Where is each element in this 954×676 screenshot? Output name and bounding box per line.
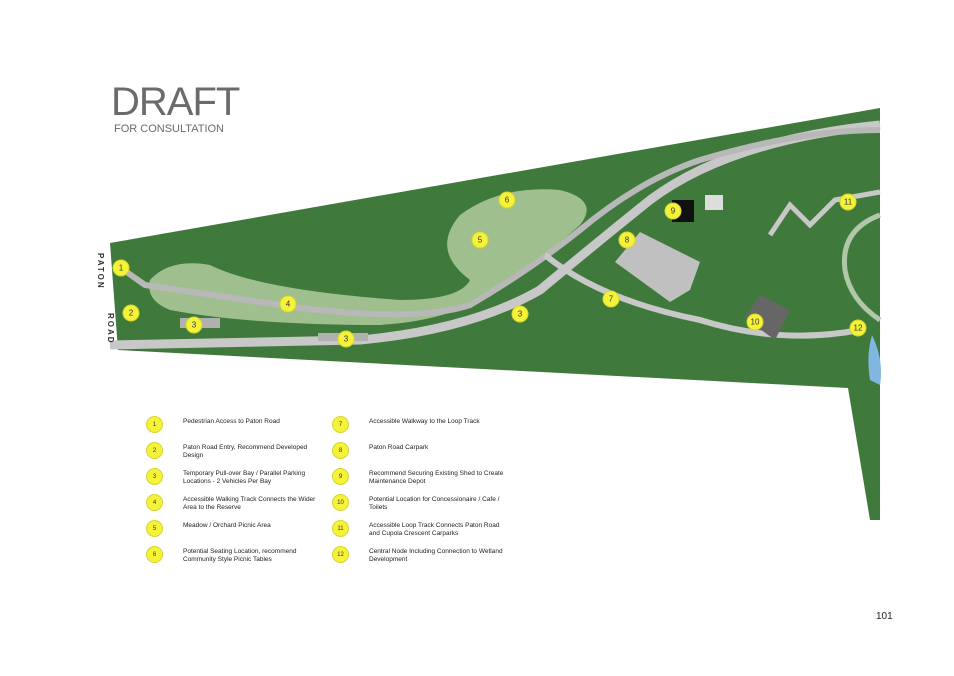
loop-track-2 xyxy=(841,212,882,323)
legend-marker: 11 xyxy=(332,520,349,537)
legend-text: Pedestrian Access to Paton Road xyxy=(183,418,280,425)
draft-title: DRAFT xyxy=(111,80,240,124)
legend-text: Accessible Loop Track Connects Paton Roa… xyxy=(369,522,500,537)
legend-item: 11 Accessible Loop Track Connects Paton R… xyxy=(332,520,532,540)
legend-text: Paton Road Entry, Recommend Developed De… xyxy=(183,444,308,459)
map-marker-number: 12 xyxy=(854,324,863,333)
legend-item: 10 Potential Location for Concessionaire … xyxy=(332,494,532,514)
legend-text: Paton Road Carpark xyxy=(369,444,429,451)
page-number: 101 xyxy=(876,611,893,622)
map-marker-number: 6 xyxy=(505,196,510,205)
water-body xyxy=(868,335,881,385)
legend-item: 7 Accessible Walkway to the Loop Track xyxy=(332,416,532,436)
map-marker-number: 1 xyxy=(119,264,124,273)
map-marker xyxy=(471,231,489,249)
legend-text: Accessible Walking Track Connects the Wi… xyxy=(183,496,316,511)
carpark xyxy=(615,232,700,302)
map-marker xyxy=(664,202,682,220)
draft-subtitle: FOR CONSULTATION xyxy=(114,123,224,135)
legend-marker: 8 xyxy=(332,442,349,459)
legend-text: Accessible Walkway to the Loop Track xyxy=(369,418,480,425)
legend-item: 9 Recommend Securing Existing Shed to Cre… xyxy=(332,468,532,488)
legend-marker: 4 xyxy=(146,494,163,511)
legend-text: Potential Location for Concessionaire / … xyxy=(369,496,500,511)
legend-text: Temporary Pull-over Bay / Parallel Parki… xyxy=(183,470,306,485)
legend-text: Central Node Including Connection to Wet… xyxy=(369,548,503,563)
walking-track xyxy=(119,127,881,318)
map-marker-number: 10 xyxy=(751,318,760,327)
map-marker-number: 7 xyxy=(609,295,614,304)
legend-item: 3 Temporary Pull-over Bay / Parallel Park… xyxy=(146,468,332,488)
map-marker-number: 3 xyxy=(518,310,523,319)
legend-marker: 2 xyxy=(146,442,163,459)
legend-item: 6 Potential Seating Location, recommend C… xyxy=(146,546,332,566)
map-marker xyxy=(337,330,355,348)
map-marker xyxy=(185,316,203,334)
legend-item: 2 Paton Road Entry, Recommend Developed D… xyxy=(146,442,332,462)
meadow-area xyxy=(149,189,587,325)
map-marker xyxy=(112,259,130,277)
map-marker xyxy=(511,305,529,323)
map-marker-number: 3 xyxy=(192,321,197,330)
legend-marker: 9 xyxy=(332,468,349,485)
map-marker xyxy=(849,319,867,337)
legend-marker: 6 xyxy=(146,546,163,563)
legend-item: 8 Paton Road Carpark xyxy=(332,442,532,462)
legend-item: 12 Central Node Including Connection to W… xyxy=(332,546,532,566)
map-marker xyxy=(498,191,516,209)
map-marker xyxy=(618,231,636,249)
legend-marker: 3 xyxy=(146,468,163,485)
map-marker-number: 8 xyxy=(625,236,630,245)
legend-item: 4 Accessible Walking Track Connects the W… xyxy=(146,494,332,514)
legend-item: 5 Meadow / Orchard Picnic Area xyxy=(146,520,332,540)
map-marker xyxy=(122,304,140,322)
map-marker xyxy=(746,313,764,331)
legend-marker: 10 xyxy=(332,494,349,511)
legend-marker: 7 xyxy=(332,416,349,433)
map-marker xyxy=(279,295,297,313)
main-road xyxy=(109,120,881,350)
legend-text: Recommend Securing Existing Shed to Crea… xyxy=(369,470,504,485)
legend-item: 1 Pedestrian Access to Paton Road xyxy=(146,416,332,436)
map-marker-number: 3 xyxy=(344,335,349,344)
legend-text: Potential Seating Location, recommend Co… xyxy=(183,548,297,563)
map-marker-number: 4 xyxy=(286,300,291,309)
map-marker-number: 11 xyxy=(844,198,853,207)
map-marker xyxy=(602,290,620,308)
legend-marker: 1 xyxy=(146,416,163,433)
road-label: ROAD xyxy=(106,313,115,345)
legend-marker: 12 xyxy=(332,546,349,563)
walkway-loop xyxy=(543,252,861,339)
paton-label: PATON xyxy=(96,253,105,290)
map-marker xyxy=(839,193,857,211)
concessionaire-building xyxy=(745,295,790,340)
map-marker-number: 2 xyxy=(129,309,134,318)
legend-text: Meadow / Orchard Picnic Area xyxy=(183,522,271,529)
shed-2 xyxy=(705,195,723,210)
map-marker-number: 9 xyxy=(671,207,676,216)
legend-marker: 5 xyxy=(146,520,163,537)
map-marker-number: 5 xyxy=(478,236,483,245)
